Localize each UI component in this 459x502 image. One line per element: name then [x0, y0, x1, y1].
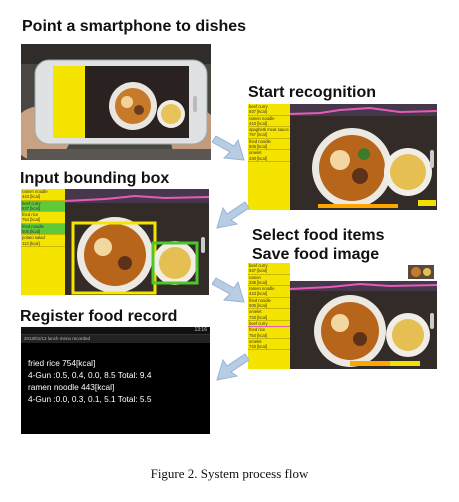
bounding-box-fried-rice [151, 241, 199, 285]
record-screen: 13:16 2013/01/13 lunch menu recorded fri… [21, 327, 210, 434]
bbox-camera-view [65, 189, 209, 295]
panel-smartphone-photo [21, 44, 211, 160]
step-title-point: Point a smartphone to dishes [22, 18, 247, 35]
food-camera-view [290, 104, 437, 210]
status-bar: 13:16 [21, 327, 210, 335]
app-title-bar: 2013/01/13 lunch menu recorded [21, 335, 210, 343]
step-title-register: Register food record [20, 308, 178, 325]
record-line: 4-Gun :0.0, 0.3, 0.1, 5.1 Total: 5.5 [28, 394, 152, 404]
step-title-select: Select food items Save food image [252, 227, 385, 263]
smartphone-photo [21, 44, 211, 160]
record-line: ramen noodle 443[kcal] [28, 382, 115, 392]
select-camera-view [290, 263, 437, 369]
flow-arrow-icon [216, 353, 249, 381]
flow-arrow-icon [212, 277, 245, 303]
record-line: 4-Gun :0.5, 0.4, 0.0, 8.5 Total: 9.4 [28, 370, 152, 380]
step-title-start: Start recognition [248, 84, 377, 101]
flow-arrow-icon [212, 135, 245, 161]
step-title-bbox: Input bounding box [20, 170, 170, 187]
figure-caption: Figure 2. System process flow [150, 466, 309, 481]
list-item[interactable]: beef curry [248, 321, 290, 328]
flow-arrow-icon [216, 201, 249, 229]
status-time: 13:16 [194, 327, 207, 333]
record-line: fried rice 754[kcal] [28, 358, 96, 368]
